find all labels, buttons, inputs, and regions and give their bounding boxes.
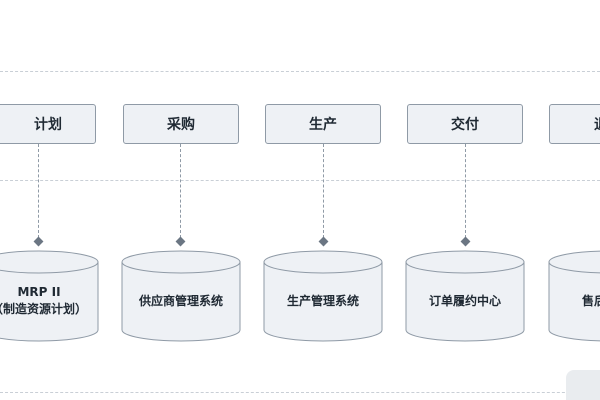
system-label-line1: 供应商管理系统 <box>138 294 223 308</box>
system-cylinder-order: 订单履约中心 <box>405 250 525 342</box>
connector-diamond <box>460 236 471 247</box>
lane-divider-middle <box>0 180 600 181</box>
lane-divider-top <box>0 71 600 72</box>
connector-line <box>38 144 39 238</box>
system-label: 订单履约中心 <box>405 293 525 310</box>
system-label-line1: MRP II <box>17 285 61 299</box>
connector-line <box>180 144 181 238</box>
system-cylinder-mrp: MRP II （制造资源计划） <box>0 250 99 342</box>
stage-box-plan: 计划 <box>0 104 96 144</box>
system-label-line2: （制造资源计划） <box>0 302 87 316</box>
stage-box-delivery: 交付 <box>407 104 523 144</box>
cylinder-shape <box>548 250 600 342</box>
stage-box-production: 生产 <box>265 104 381 144</box>
cylinder-shape <box>405 250 525 342</box>
connector-line <box>323 144 324 238</box>
stage-label: 交付 <box>451 117 479 133</box>
stage-label: 生产 <box>309 117 337 133</box>
system-label: 生产管理系统 <box>263 293 383 310</box>
stage-box-return: 退 <box>549 104 600 144</box>
system-label: 供应商管理系统 <box>121 293 241 310</box>
stage-label: 计划 <box>34 117 62 133</box>
stage-box-purchase: 采购 <box>123 104 239 144</box>
cylinder-shape <box>0 250 99 342</box>
system-label: 售后 <box>548 293 600 310</box>
system-cylinder-production: 生产管理系统 <box>263 250 383 342</box>
system-label-line1: 售后 <box>582 294 600 308</box>
connector-diamond <box>33 236 44 247</box>
system-label-line1: 订单履约中心 <box>428 294 501 308</box>
lane-divider-bottom <box>0 392 600 393</box>
connector-line <box>465 144 466 238</box>
corner-overlay <box>566 370 600 400</box>
connector-diamond <box>318 236 329 247</box>
stage-label: 退 <box>594 114 600 134</box>
system-cylinder-supplier: 供应商管理系统 <box>121 250 241 342</box>
system-cylinder-aftersales: 售后 <box>548 250 600 342</box>
cylinder-shape <box>121 250 241 342</box>
cylinder-shape <box>263 250 383 342</box>
connector-diamond <box>175 236 186 247</box>
stage-label: 采购 <box>167 117 195 133</box>
system-label: MRP II （制造资源计划） <box>0 284 99 318</box>
system-label-line1: 生产管理系统 <box>286 294 359 308</box>
